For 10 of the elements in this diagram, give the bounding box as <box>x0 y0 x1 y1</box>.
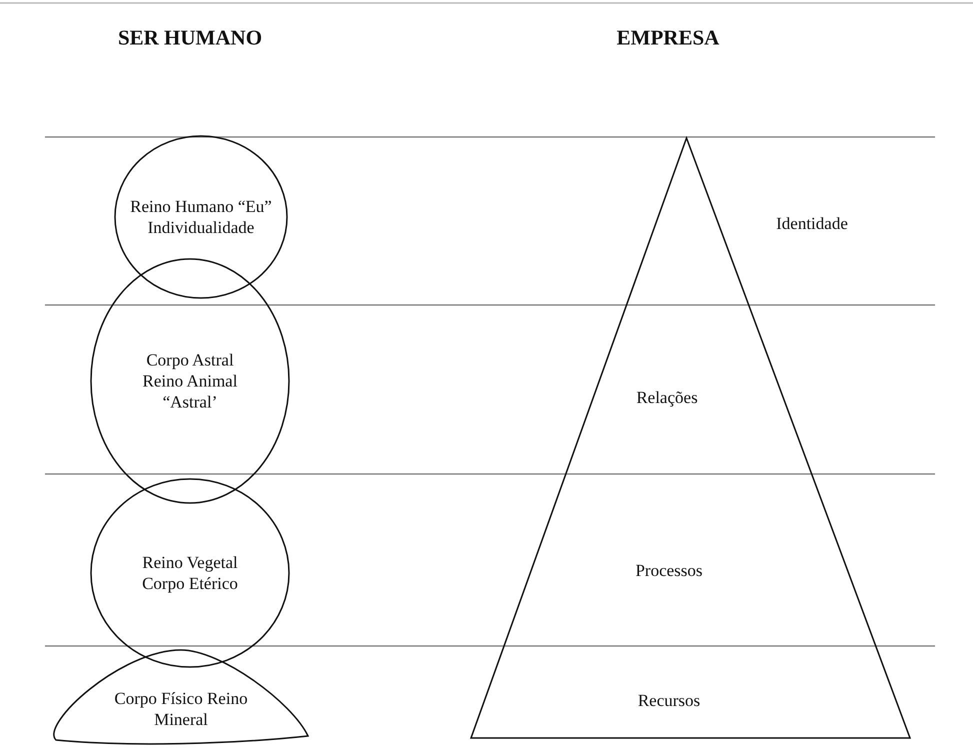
level-label: Reino Vegetal Corpo Etérico <box>141 552 239 594</box>
level-label: Corpo Astral Reino Animal “Astral’ <box>142 350 238 412</box>
level-label: Identidade <box>776 214 848 234</box>
level-label: Reino Humano “Eu” Individualidade <box>129 196 273 238</box>
column-heading: SER HUMANO <box>118 26 262 50</box>
level-label: Relações <box>636 388 698 408</box>
column-heading: EMPRESA <box>616 26 720 50</box>
level-label: Recursos <box>638 691 700 711</box>
level-label: Corpo Físico Reino Mineral <box>113 688 249 730</box>
level-label: Processos <box>635 561 703 581</box>
